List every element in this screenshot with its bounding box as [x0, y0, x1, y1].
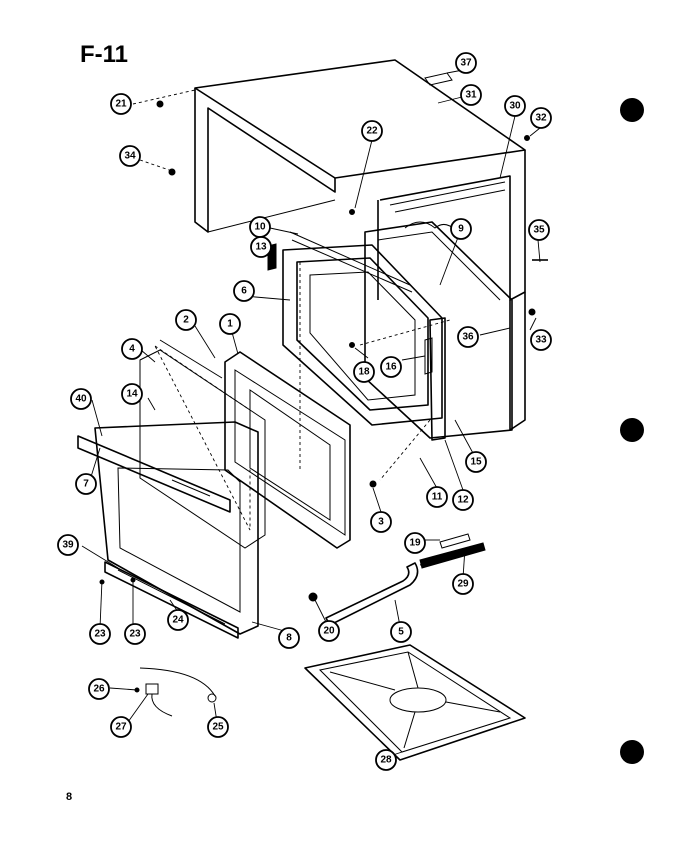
- callout-39: 39: [57, 534, 79, 556]
- svg-text:19: 19: [409, 538, 421, 549]
- svg-text:27: 27: [115, 722, 127, 733]
- callout-37: 37: [455, 52, 477, 74]
- svg-text:22: 22: [366, 126, 378, 137]
- outer-door: [77, 421, 259, 635]
- callout-22: 22: [361, 120, 383, 142]
- svg-text:1: 1: [227, 319, 233, 330]
- door-glass: [139, 339, 266, 549]
- binder-hole-middle: [620, 418, 644, 442]
- callout-13: 13: [250, 236, 272, 258]
- svg-text:29: 29: [457, 579, 469, 590]
- svg-text:4: 4: [129, 344, 135, 355]
- leader-lines: [81, 69, 541, 757]
- callout-29: 29: [452, 573, 474, 595]
- svg-text:14: 14: [126, 389, 138, 400]
- door-switch-wiring: [139, 667, 217, 717]
- svg-text:13: 13: [255, 242, 267, 253]
- svg-text:28: 28: [380, 755, 392, 766]
- svg-text:6: 6: [241, 286, 247, 297]
- svg-text:26: 26: [93, 684, 105, 695]
- callout-36: 36: [457, 326, 479, 348]
- figure-title: F-11: [80, 41, 128, 68]
- callout-27: 27: [110, 716, 132, 738]
- callout-9: 9: [450, 218, 472, 240]
- callout-28: 28: [375, 749, 397, 771]
- svg-text:23: 23: [94, 629, 106, 640]
- binder-hole-top: [620, 98, 644, 122]
- callout-32: 32: [530, 107, 552, 129]
- callout-15: 15: [465, 451, 487, 473]
- callout-24: 24: [167, 609, 189, 631]
- callout-21: 21: [110, 93, 132, 115]
- callout-33: 33: [530, 329, 552, 351]
- callout-23-left: 23: [89, 623, 111, 645]
- svg-text:35: 35: [533, 225, 545, 236]
- hinge-strip: [104, 561, 239, 639]
- callout-6: 6: [233, 280, 255, 302]
- svg-text:8: 8: [286, 633, 292, 644]
- svg-text:9: 9: [458, 224, 464, 235]
- svg-text:32: 32: [535, 113, 547, 124]
- callout-8: 8: [278, 627, 300, 649]
- svg-text:10: 10: [254, 222, 266, 233]
- callout-34: 34: [119, 145, 141, 167]
- svg-text:20: 20: [323, 626, 335, 637]
- svg-text:23: 23: [129, 629, 141, 640]
- callout-14: 14: [121, 383, 143, 405]
- callout-4: 4: [121, 338, 143, 360]
- cabinet-wrapper: [194, 59, 526, 431]
- callout-35: 35: [528, 219, 550, 241]
- side-panel: [364, 221, 513, 439]
- svg-text:12: 12: [457, 495, 469, 506]
- callout-5: 5: [390, 621, 412, 643]
- callout-26: 26: [88, 678, 110, 700]
- svg-text:36: 36: [462, 332, 474, 343]
- page-number: 8: [66, 791, 72, 803]
- callout-30: 30: [504, 95, 526, 117]
- svg-text:18: 18: [358, 367, 370, 378]
- svg-text:2: 2: [183, 315, 189, 326]
- svg-text:34: 34: [124, 151, 136, 162]
- svg-text:11: 11: [432, 492, 443, 503]
- svg-text:30: 30: [509, 101, 521, 112]
- svg-text:31: 31: [465, 90, 477, 101]
- svg-text:3: 3: [378, 517, 384, 528]
- svg-text:25: 25: [212, 722, 224, 733]
- svg-text:40: 40: [75, 394, 87, 405]
- callout-16: 16: [380, 356, 402, 378]
- binder-hole-bottom: [620, 740, 644, 764]
- svg-text:16: 16: [385, 362, 397, 373]
- callout-2: 2: [175, 309, 197, 331]
- svg-text:24: 24: [172, 615, 184, 626]
- oven-liner: [282, 231, 443, 426]
- callout-23-right: 23: [124, 623, 146, 645]
- spring-assembly: [325, 533, 486, 626]
- callout-18: 18: [353, 361, 375, 383]
- svg-text:15: 15: [470, 457, 482, 468]
- fasteners: [99, 100, 548, 693]
- callout-40: 40: [70, 388, 92, 410]
- callout-19: 19: [404, 532, 426, 554]
- svg-text:7: 7: [83, 479, 89, 490]
- callout-20: 20: [318, 620, 340, 642]
- svg-text:33: 33: [535, 335, 547, 346]
- callout-7: 7: [75, 473, 97, 495]
- callout-10: 10: [249, 216, 271, 238]
- svg-text:39: 39: [62, 540, 74, 551]
- svg-text:37: 37: [460, 58, 472, 69]
- drip-tray: [304, 644, 526, 761]
- callout-31: 31: [460, 84, 482, 106]
- callout-11: 11: [426, 486, 448, 508]
- svg-text:5: 5: [398, 627, 404, 638]
- callout-1: 1: [219, 313, 241, 335]
- callout-3: 3: [370, 511, 392, 533]
- callout-12: 12: [452, 489, 474, 511]
- svg-text:21: 21: [115, 99, 127, 110]
- callout-25: 25: [207, 716, 229, 738]
